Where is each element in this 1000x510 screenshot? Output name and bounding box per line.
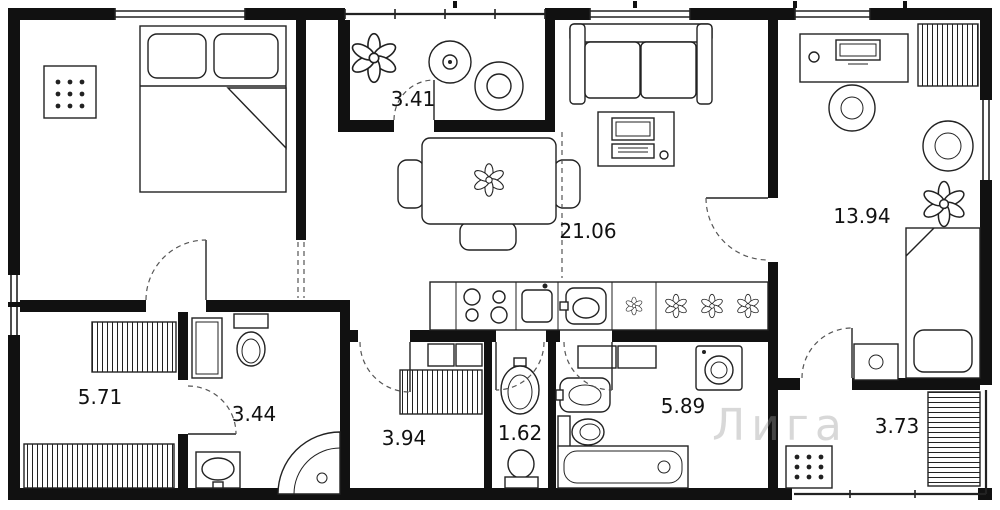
open-passage	[297, 242, 305, 298]
bathroom-344	[191, 313, 341, 495]
room-label-wc: 1.62	[498, 421, 543, 445]
washbasin-icon	[195, 451, 241, 489]
loggia-glazing	[344, 8, 546, 20]
door-swing-bathroom344	[187, 385, 237, 435]
sofa-icon	[569, 23, 713, 105]
washbasin-icon	[555, 377, 611, 413]
door-swing-bathroom589	[563, 341, 613, 391]
cabinet-icon	[455, 343, 483, 367]
door-swing-loggia	[393, 79, 435, 121]
double-bed-icon	[139, 25, 287, 193]
living-kitchen	[397, 23, 769, 331]
bedroom2-window	[794, 8, 871, 20]
door-swing-bedroom2	[705, 197, 769, 261]
bathtub-icon	[557, 445, 689, 489]
room-label-bathroom344: 3.44	[232, 402, 277, 426]
bedroom-main	[43, 25, 287, 193]
pedestal-sink-icon	[500, 357, 540, 415]
plant-icon	[920, 180, 968, 228]
door-swing-balcony	[801, 327, 853, 379]
armchair-icon	[474, 61, 524, 111]
toilet-icon	[557, 415, 605, 449]
bedroom-window	[114, 8, 246, 20]
room-labels: 3.41 21.06 13.94 5.71 3.44 3.94 1.62 5.8…	[78, 87, 920, 450]
bedroom-2	[799, 23, 981, 381]
cabinet-icon	[191, 317, 223, 379]
kitchen-sink-icon	[559, 287, 607, 325]
cabinet-icon	[577, 345, 617, 369]
dotted-stool-icon	[43, 65, 97, 119]
dressing-room	[399, 343, 483, 415]
door-swing-wc	[495, 341, 545, 391]
wc	[500, 357, 540, 489]
loggia	[349, 32, 524, 111]
doors	[145, 79, 853, 435]
door-swing-dressing	[359, 341, 411, 393]
balcony	[785, 391, 981, 489]
walls	[8, 1, 992, 500]
cabinet-icon	[617, 345, 657, 369]
desk-laptop-icon	[597, 111, 675, 167]
office-chair-icon	[828, 84, 876, 132]
watermark: Лига	[712, 400, 848, 451]
room-label-living: 21.06	[559, 219, 616, 243]
plant-icon	[349, 32, 399, 84]
corner-shower-icon	[277, 431, 341, 495]
dotted-stool-icon	[785, 445, 833, 489]
round-table-icon	[428, 40, 472, 84]
room-label-hallway: 5.71	[78, 385, 123, 409]
bathroom-589	[555, 345, 743, 489]
room-label-balcony: 3.73	[875, 414, 920, 438]
right-window	[980, 100, 992, 180]
toilet-icon	[233, 313, 269, 367]
wardrobe-icon	[91, 321, 177, 373]
desk-icon	[799, 33, 909, 83]
room-label-loggia: 3.41	[391, 87, 436, 111]
washing-machine-icon	[695, 345, 743, 391]
single-bed-icon	[905, 227, 981, 379]
armchair-icon	[922, 120, 974, 172]
windows	[8, 8, 992, 498]
hallway	[23, 321, 177, 489]
door-swing-bedroom	[145, 239, 207, 301]
room-label-bedroom2: 13.94	[833, 204, 890, 228]
wardrobe-icon	[399, 369, 483, 415]
toilet-icon	[504, 449, 539, 489]
wardrobe-icon	[917, 23, 979, 87]
living-window	[589, 8, 691, 20]
stove-icon	[463, 288, 508, 324]
room-label-dressing: 3.94	[382, 426, 427, 450]
dining-set-icon	[397, 137, 581, 251]
side-table-icon	[853, 343, 899, 381]
kitchen-counter	[429, 281, 769, 331]
room-label-bathroom589: 5.89	[661, 394, 706, 418]
balcony-glazing	[794, 390, 988, 498]
wardrobe-icon	[23, 443, 175, 489]
storage-hatch	[927, 391, 981, 487]
left-windows	[8, 275, 20, 335]
cabinet-icon	[427, 343, 455, 367]
dishwasher-icon	[521, 283, 553, 323]
